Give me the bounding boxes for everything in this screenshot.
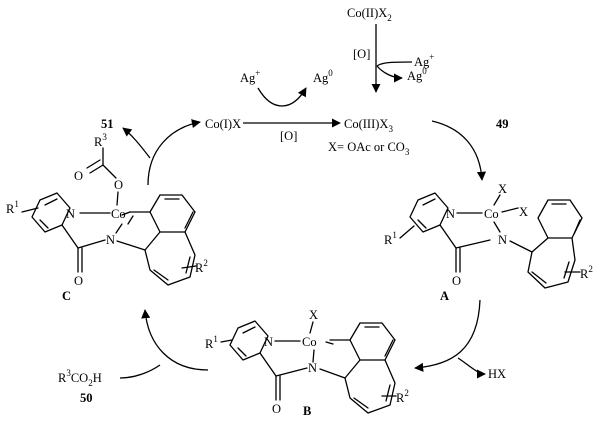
B-r2: R2 [396,388,409,405]
ag-zero-mid: Ag0 [313,68,333,85]
B-cobalt: Co [302,335,317,349]
intermediate-C: N Co O N R2 O O R3 R1 C [6,132,208,303]
compound-49: 49 [496,117,509,131]
C-acyl-o: O [74,169,83,183]
acid-label: R3CO2H [58,368,102,388]
A-x-top: X [498,182,507,196]
A-pyridine-n: N [446,207,455,221]
A-r1: R1 [384,230,397,247]
co3-to-A-arrow [431,120,487,181]
compound-50: 50 [80,391,93,405]
C-carbonyl-o: O [74,274,83,288]
B-pyridine-n: N [264,335,273,349]
C-label: C [62,289,71,303]
intermediate-A: N Co X X O N R2 R1 A [384,182,593,303]
co2-label: Co(II)X2 [347,6,392,23]
C-r3: R3 [94,132,107,149]
A-cobalt: Co [484,207,499,221]
C-amide-n: N [106,233,115,247]
B-to-C-arrow [141,309,209,371]
co1-label: Co(I)X [205,117,241,131]
A-carbonyl-o: O [452,274,461,288]
51-release-arrow [122,127,151,159]
ag-mid-curve [257,87,307,107]
B-x: X [309,308,318,322]
ag-plus-mid: Ag+ [240,68,260,85]
A-x-right: X [519,205,528,219]
x-definition: X= OAc or CO3 [328,140,410,157]
compound-51: 51 [101,117,114,131]
C-o-cobalt: O [114,178,123,192]
C-cobalt: Co [111,207,126,221]
A-label: A [440,289,449,303]
B-carbonyl-o: O [272,402,281,416]
A-to-B-arrow [414,299,481,372]
hx-release-arrow [457,357,486,379]
C-r2: R2 [195,258,208,275]
B-r1: R1 [205,334,218,351]
ag-out-curve [376,65,403,83]
ag-plus-top: Ag+ [414,52,434,69]
ox-mid: [O] [280,129,297,143]
C-pyridine-n: N [66,207,75,221]
B-amide-n: N [308,361,317,375]
B-label: B [303,404,311,418]
ag-zero-top: Ag0 [407,66,427,83]
C-r1: R1 [6,199,19,216]
A-amide-n: N [498,233,507,247]
acid-in-arrow [119,364,161,379]
ox-top: [O] [353,47,370,61]
A-r2: R2 [580,264,593,281]
ag-in-curve [376,61,413,67]
C-to-co1-arrow [147,119,201,186]
intermediate-B: N Co X O N R2 R1 B [205,308,409,418]
hx-label: HX [488,367,506,381]
co3-label: Co(III)X3 [344,117,393,134]
